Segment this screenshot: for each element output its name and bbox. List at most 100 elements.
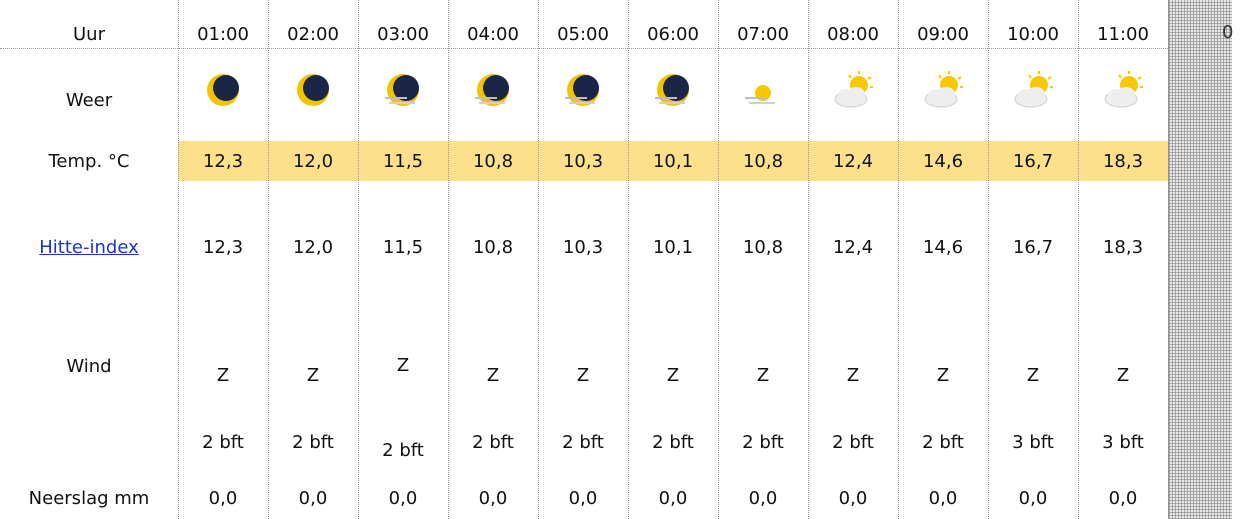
heat-index-cell: 14,6 <box>922 236 964 258</box>
temperature-cell: 12,3 <box>202 150 244 172</box>
precipitation-cell: 0,0 <box>298 487 328 509</box>
column-separator <box>628 0 629 519</box>
heat-index-link[interactable]: Hitte-index <box>39 236 139 258</box>
heat-index-cell: 11,5 <box>382 236 424 258</box>
hour-cell: 09:00 <box>917 23 969 45</box>
horizontal-scroll-overflow[interactable] <box>1168 0 1234 519</box>
header-divider <box>0 48 1168 49</box>
column-separator <box>538 0 539 519</box>
wind-force-cell: 2 bft <box>742 431 784 453</box>
column-separator <box>448 0 449 519</box>
heat-index-cell: 12,4 <box>832 236 874 258</box>
heat-index-cell: 10,8 <box>742 236 784 258</box>
column-separator <box>358 0 359 519</box>
hour-cell: 05:00 <box>557 23 609 45</box>
column-separator <box>988 0 989 519</box>
hour-cell: 11:00 <box>1097 23 1149 45</box>
row-label-wind: Wind <box>66 355 112 377</box>
column-separator <box>1078 0 1079 519</box>
row-label-heat-index[interactable]: Hitte-index <box>0 227 178 267</box>
wind-direction-cell: Z <box>1116 364 1130 386</box>
hour-cell: 07:00 <box>737 23 789 45</box>
wind-direction-cell: Z <box>666 364 680 386</box>
precipitation-cell: 0,0 <box>1108 487 1138 509</box>
wind-force-cell: 2 bft <box>472 431 514 453</box>
temperature-cell: 10,8 <box>472 150 514 172</box>
column-separator <box>268 0 269 519</box>
hour-cell: 10:00 <box>1007 23 1059 45</box>
wind-force-cell: 3 bft <box>1102 431 1144 453</box>
wind-direction-cell: Z <box>576 364 590 386</box>
wind-force-cell: 2 bft <box>202 431 244 453</box>
heat-index-cell: 16,7 <box>1012 236 1054 258</box>
hour-cell: 02:00 <box>287 23 339 45</box>
sun-cloud-icon <box>808 66 898 116</box>
row-label-temperature: Temp. °C <box>48 150 130 172</box>
moon-haze-icon <box>538 66 628 116</box>
hour-cell: 03:00 <box>377 23 429 45</box>
heat-index-cell: 10,8 <box>472 236 514 258</box>
column-separator <box>808 0 809 519</box>
heat-index-cell: 12,0 <box>292 236 334 258</box>
wind-direction-cell: Z <box>486 364 500 386</box>
wind-force-cell: 2 bft <box>832 431 874 453</box>
temperature-cell: 10,3 <box>562 150 604 172</box>
column-separator <box>1168 0 1169 519</box>
temperature-cell: 18,3 <box>1102 150 1144 172</box>
temperature-cell: 16,7 <box>1012 150 1054 172</box>
precipitation-cell: 0,0 <box>928 487 958 509</box>
hour-cell: 04:00 <box>467 23 519 45</box>
moon-haze-icon <box>448 66 538 116</box>
temperature-cell: 14,6 <box>922 150 964 172</box>
precipitation-cell: 0,0 <box>568 487 598 509</box>
precipitation-cell: 0,0 <box>838 487 868 509</box>
wind-force-cell: 2 bft <box>922 431 964 453</box>
heat-index-cell: 12,3 <box>202 236 244 258</box>
heat-index-cell: 10,1 <box>652 236 694 258</box>
wind-force-cell: 2 bft <box>292 431 334 453</box>
wind-direction-cell: Z <box>216 364 230 386</box>
row-label-weather: Weer <box>65 89 113 111</box>
heat-index-cell: 18,3 <box>1102 236 1144 258</box>
temperature-cell: 12,4 <box>832 150 874 172</box>
wind-force-cell: 2 bft <box>562 431 604 453</box>
temperature-cell: 10,1 <box>652 150 694 172</box>
moon-haze-icon <box>358 66 448 116</box>
wind-direction-cell: Z <box>306 364 320 386</box>
precipitation-cell: 0,0 <box>1018 487 1048 509</box>
sun-cloud-icon <box>898 66 988 116</box>
next-hour-peek: 0 <box>1222 22 1234 43</box>
row-label-precipitation: Neerslag mm <box>28 487 150 509</box>
precipitation-cell: 0,0 <box>478 487 508 509</box>
temperature-cell: 12,0 <box>292 150 334 172</box>
moon-crescent-icon <box>268 66 358 116</box>
row-label-hour: Uur <box>73 23 105 45</box>
hour-cell: 06:00 <box>647 23 699 45</box>
wind-direction-cell: Z <box>1026 364 1040 386</box>
column-separator <box>898 0 899 519</box>
temperature-cell: 10,8 <box>742 150 784 172</box>
moon-haze-icon <box>628 66 718 116</box>
wind-direction-cell: Z <box>846 364 860 386</box>
precipitation-cell: 0,0 <box>388 487 418 509</box>
wind-force-cell: 3 bft <box>1012 431 1054 453</box>
column-separator <box>178 0 179 519</box>
precipitation-cell: 0,0 <box>208 487 238 509</box>
column-separator <box>718 0 719 519</box>
sun-cloud-icon <box>988 66 1078 116</box>
wind-direction-cell: Z <box>756 364 770 386</box>
heat-index-cell: 10,3 <box>562 236 604 258</box>
hour-cell: 08:00 <box>827 23 879 45</box>
temperature-cell: 11,5 <box>382 150 424 172</box>
sun-cloud-icon <box>1078 66 1168 116</box>
wind-direction-cell: Z <box>936 364 950 386</box>
wind-force-cell: 2 bft <box>652 431 694 453</box>
wind-force-cell: 2 bft <box>382 439 424 461</box>
sun-haze-icon <box>718 66 808 116</box>
hour-cell: 01:00 <box>197 23 249 45</box>
precipitation-cell: 0,0 <box>748 487 778 509</box>
wind-direction-cell: Z <box>396 354 410 376</box>
precipitation-cell: 0,0 <box>658 487 688 509</box>
moon-crescent-icon <box>178 66 268 116</box>
